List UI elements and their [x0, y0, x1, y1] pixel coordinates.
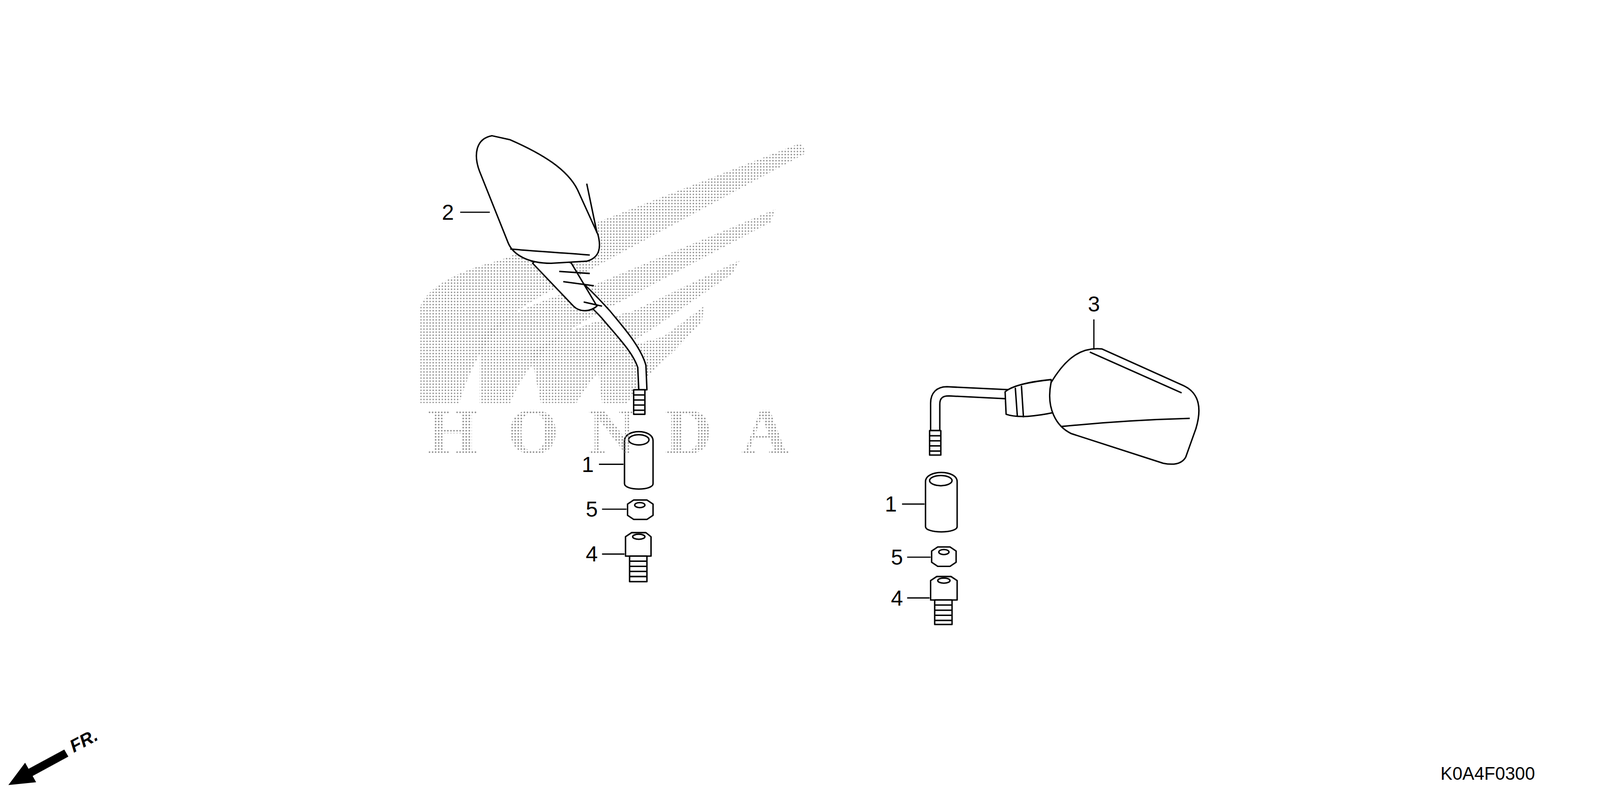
callout-number: 5	[890, 546, 904, 568]
diagram-code: K0A4F0300	[1440, 764, 1536, 783]
wing-watermark	[420, 143, 807, 404]
callout-number: 3	[1088, 293, 1101, 315]
callout-number: 5	[585, 498, 599, 520]
callout-number: 4	[890, 587, 904, 609]
brand-watermark: HONDA	[412, 398, 818, 465]
left-mirror	[476, 135, 653, 582]
right-mirror	[925, 348, 1200, 625]
callout-number: 4	[585, 543, 599, 565]
callout-number: 1	[884, 493, 897, 515]
callout-number: 2	[441, 201, 455, 224]
front-direction-label: FR.	[66, 726, 101, 756]
front-arrow	[8, 749, 69, 785]
